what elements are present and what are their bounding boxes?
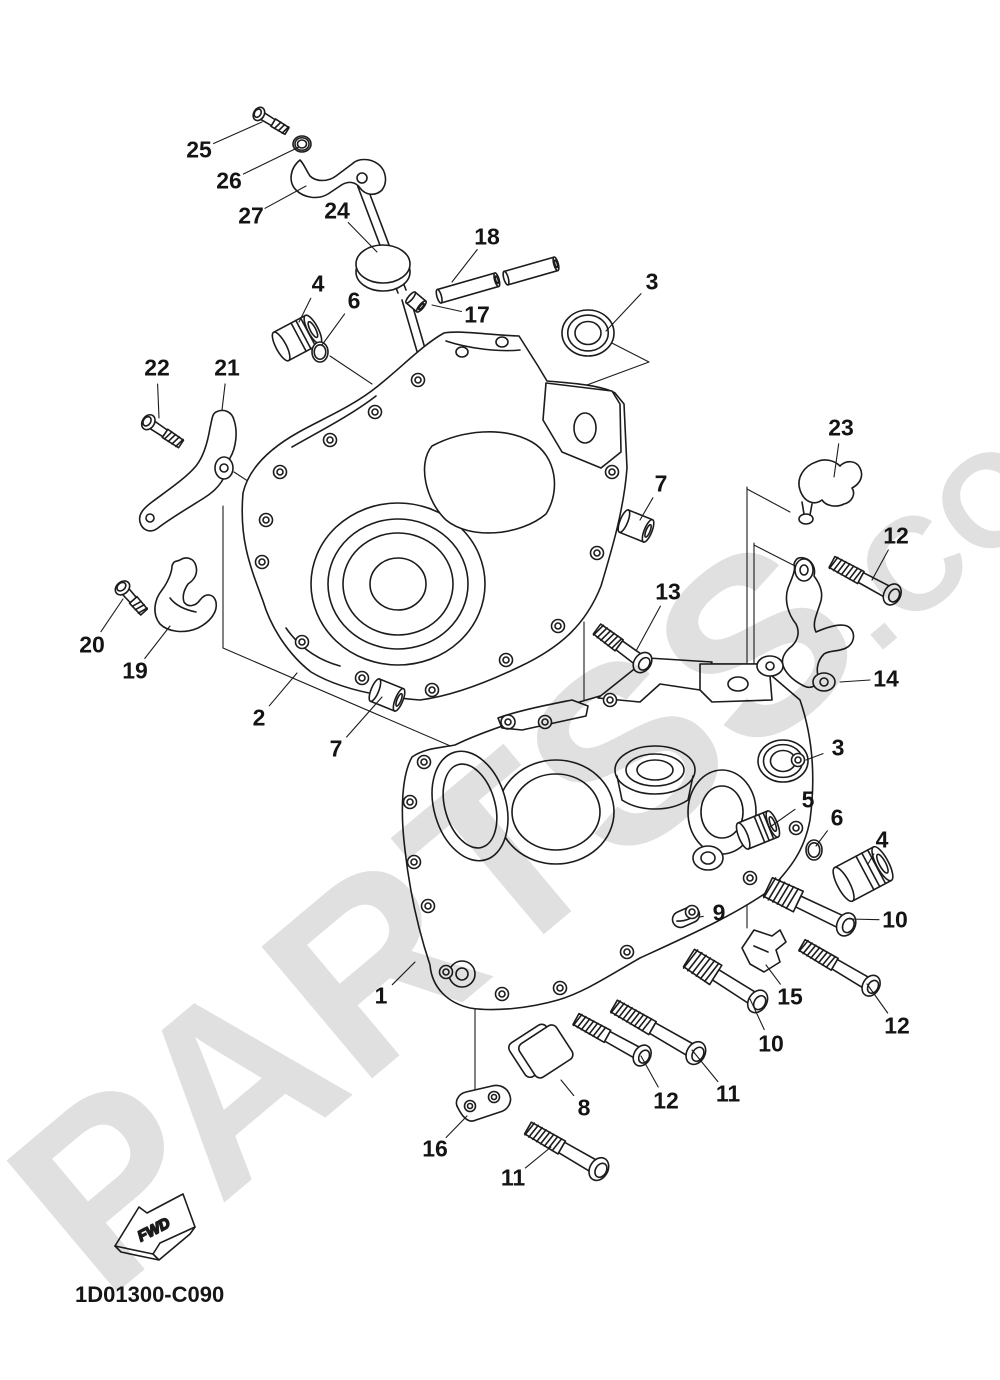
crankcase-1-bolt-hole [537, 714, 553, 730]
leader-line-25 [213, 121, 263, 145]
leader-line-8 [560, 1079, 575, 1097]
leader-line-27 [264, 185, 307, 209]
leader-line-12 [871, 549, 889, 581]
crankcase-2-bolt-hole [294, 634, 310, 650]
leader-line-6 [815, 830, 828, 847]
leader-line-3 [605, 293, 642, 332]
crankcase-1-bolt-hole [742, 870, 758, 886]
crankcase-2-bolt-hole [604, 464, 620, 480]
leader-line-7 [639, 497, 654, 521]
bolt-11-a [609, 999, 707, 1066]
bolt-11-b [523, 1121, 610, 1182]
leader-line-6 [321, 313, 346, 346]
crankcase-2-bolt-hole [410, 372, 426, 388]
crankcase-2-bolt-hole [589, 545, 605, 561]
oring-6-top [311, 341, 329, 363]
crankcase-1-bolt-hole [438, 964, 454, 980]
crankcase-1-bolt-hole [494, 986, 510, 1002]
shift-arm-21 [138, 409, 237, 532]
leader-line-4 [867, 853, 875, 865]
bolt-22 [140, 413, 185, 449]
leader-line-26 [242, 146, 300, 175]
leader-line-23 [833, 443, 840, 478]
bolt-10-lower [682, 948, 769, 1014]
leader-line-1 [391, 961, 416, 986]
leader-line-16 [445, 1115, 468, 1139]
leader-line-11 [691, 1049, 719, 1083]
oring-6-lower [805, 839, 823, 861]
latch-16 [455, 1084, 512, 1122]
leader-line-9 [699, 915, 704, 918]
leader-line-15 [765, 964, 781, 985]
leader-line-11 [524, 1146, 552, 1169]
bolt-10-right [762, 876, 857, 937]
clamp-27 [290, 158, 387, 199]
clamp-23 [798, 459, 863, 525]
leader-line-18 [451, 249, 478, 283]
bolt-13 [592, 623, 653, 674]
plug-4-lower [832, 845, 894, 903]
crankcase-1-bolt-hole [619, 944, 635, 960]
seal-3-top [561, 309, 615, 357]
tube-18-b [502, 256, 560, 286]
dowel-7-left [368, 678, 406, 712]
leader-line-24 [347, 221, 378, 253]
leader-line-2 [268, 672, 298, 707]
dowel-7-right [617, 509, 655, 543]
crankcase-2-bolt-hole [322, 432, 338, 448]
crankcase-1-bolt-hole [420, 898, 436, 914]
crankcase-half-2 [241, 331, 628, 701]
crankcase-2-bolt-hole [354, 670, 370, 686]
leader-line-19 [144, 625, 171, 659]
crankcase-1-bolt-hole [790, 752, 806, 768]
bushing-5 [735, 810, 781, 850]
leader-line-12 [866, 983, 889, 1014]
plug-4-top [271, 314, 323, 362]
diagram-code: 1D01300-C090 [75, 1282, 225, 1307]
leader-line-20 [100, 598, 124, 633]
cap-24 [355, 244, 411, 292]
crankcase-1-bolt-hole [552, 980, 568, 996]
crankcase-1-bolt-hole [402, 794, 418, 810]
fitting-17 [405, 291, 427, 313]
leader-line-5 [769, 808, 796, 828]
leader-line-17 [431, 304, 462, 313]
bolt-12-bottom [572, 1012, 652, 1067]
leader-line-3 [805, 753, 824, 761]
crankcase-half-1 [401, 657, 814, 1011]
leader-line-13 [635, 605, 661, 652]
tube-18-a [435, 272, 501, 304]
crankcase-2-bolt-hole [424, 682, 440, 698]
leader-line-22 [157, 383, 160, 419]
crankcase-2-bolt-hole [367, 404, 383, 420]
leader-line-21 [221, 383, 226, 411]
leader-line-7 [346, 696, 383, 738]
leader-line-14 [839, 679, 871, 683]
crankcase-1-bolt-hole [684, 904, 700, 920]
leader-line-4 [298, 297, 312, 323]
crankcase-2-bolt-hole [258, 512, 274, 528]
bracket-14 [756, 556, 855, 692]
crankcase-2-bolt-hole [272, 464, 288, 480]
bolt-25 [252, 106, 290, 136]
bolt-20 [114, 580, 149, 616]
crankcase-1-bolt-hole [406, 854, 422, 870]
crankcase-2-bolt-hole [254, 554, 270, 570]
pad-8 [508, 1023, 574, 1079]
leader-line-10 [749, 998, 765, 1031]
crankcase-1-bolt-hole [788, 820, 804, 836]
crankcase-2-bolt-hole [550, 618, 566, 634]
fwd-arrow: FWD [114, 1193, 196, 1261]
washer-26 [292, 135, 312, 153]
pawl-19 [154, 557, 218, 633]
crankcase-1-bolt-hole [602, 692, 618, 708]
leader-line-10 [848, 918, 880, 921]
damper-15 [741, 929, 787, 973]
bolt-12-right [798, 938, 881, 997]
crankcase-1-bolt-hole [416, 754, 432, 770]
leader-line-12 [640, 1055, 659, 1088]
crankcase-2-bolt-hole [498, 652, 514, 668]
bolt-12-upper-right [828, 555, 902, 606]
